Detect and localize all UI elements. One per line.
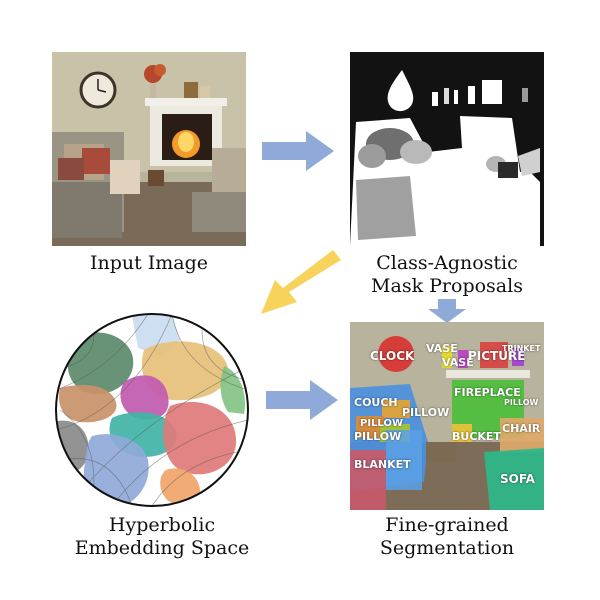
- arrow-down: [428, 299, 466, 323]
- sofa-mask: [484, 448, 544, 510]
- label-pillow-3: PILLOW: [360, 418, 403, 429]
- label-bucket: BUCKET: [452, 430, 501, 443]
- clock-mask: [378, 336, 414, 372]
- label-trinket: TRINKET: [502, 344, 541, 353]
- label-sofa: SOFA: [500, 472, 535, 486]
- mask-proposals-caption-line2: Mask Proposals: [371, 275, 523, 297]
- label-picture: PICTURE: [468, 349, 526, 363]
- label-pillow-4: PILLOW: [354, 430, 402, 443]
- label-pillow-2: PILLOW: [402, 406, 450, 419]
- input-image-caption: Input Image: [89, 252, 209, 274]
- label-pillow-1: PILLOW: [504, 398, 539, 407]
- hyperbolic-caption: Hyperbolic Embedding Space: [62, 514, 262, 560]
- mask-proposals-caption-line1: Class-Agnostic: [376, 252, 518, 274]
- input-image: [52, 52, 246, 246]
- label-fireplace: FIREPLACE: [454, 386, 521, 399]
- chair-mask: [500, 418, 544, 452]
- label-chair: CHAIR: [502, 422, 541, 435]
- blanket-mask: [350, 450, 386, 510]
- hyperbolic-disk: [52, 310, 252, 510]
- label-vase-2: VASE: [442, 356, 474, 369]
- arrow-right-bottom: [266, 380, 338, 420]
- label-vase-1: VASE: [426, 342, 458, 355]
- bucket-mask: [452, 424, 472, 442]
- hyperbolic-caption-line2: Embedding Space: [74, 537, 250, 559]
- label-clock: CLOCK: [370, 349, 415, 363]
- segmentation-image: CLOCK VASE VASE PICTURE TRINKET FIREPLAC…: [350, 322, 544, 510]
- arrow-right-top: [262, 131, 334, 171]
- arrow-diagonal-yellow: [261, 250, 341, 314]
- segmentation-caption: Fine-grained Segmentation: [340, 514, 554, 560]
- segmentation-caption-line1: Fine-grained: [385, 514, 509, 536]
- label-blanket: BLANKET: [354, 458, 411, 471]
- label-couch: COUCH: [354, 396, 398, 409]
- hyperbolic-caption-line1: Hyperbolic: [108, 514, 216, 536]
- segmentation-caption-line2: Segmentation: [379, 537, 515, 559]
- mask-proposals-image: [350, 52, 544, 246]
- mask-proposals-caption: Class-Agnostic Mask Proposals: [340, 252, 554, 298]
